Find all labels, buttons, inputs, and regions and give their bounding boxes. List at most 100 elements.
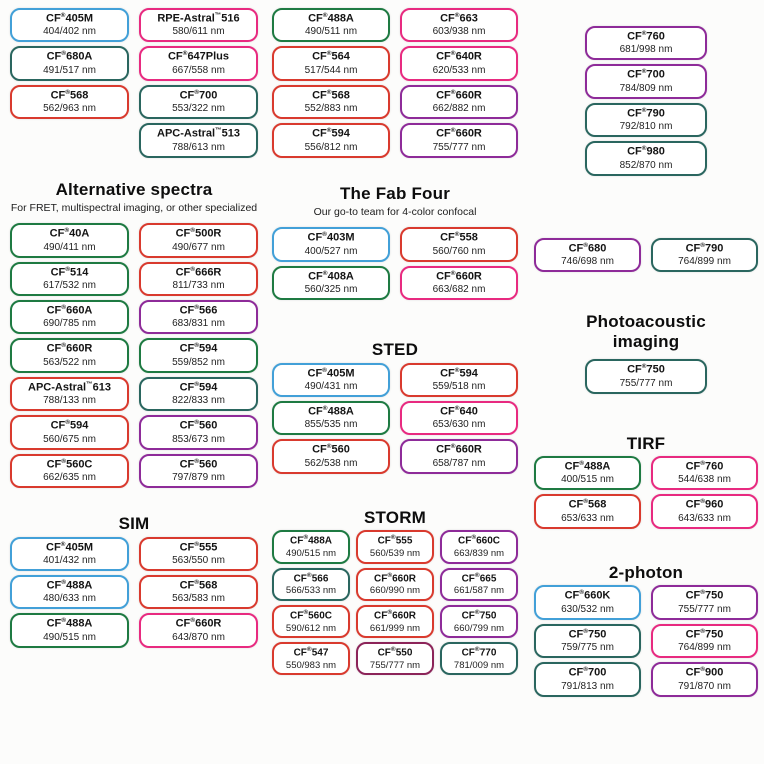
dye-ex-em-value: 653/630 nm: [432, 419, 486, 431]
dye-ex-em-value: 764/899 nm: [678, 256, 731, 268]
dye-ex-em-value: 822/833 nm: [172, 395, 225, 407]
dye-ex-em-value: 852/870 nm: [619, 159, 673, 171]
dye-ex-em-value: 661/999 nm: [369, 622, 421, 634]
dye-name: CF®680: [568, 241, 607, 255]
dye-ex-em-value: 544/638 nm: [678, 474, 731, 486]
dye-ex-em-value: 663/839 nm: [453, 548, 505, 560]
section-subtitle: For FRET, multispectral imaging, or othe…: [10, 202, 258, 215]
dye-name: CF®550: [377, 645, 413, 659]
dye-name: CF®660A: [46, 303, 93, 317]
dye-name: CF®568: [568, 498, 607, 512]
dye-name: CF®980: [627, 145, 665, 158]
dye-ex-em-value: 690/785 nm: [43, 318, 96, 330]
dye-name: CF®594: [312, 127, 350, 140]
dye-ex-em-value: 630/532 nm: [561, 603, 614, 615]
dye-ex-em-value: 400/527 nm: [304, 245, 358, 257]
dye-name: CF®560C: [289, 608, 333, 622]
dye-name: CF®700: [568, 666, 607, 679]
dye-name: CF®408A: [308, 269, 354, 283]
dye-ex-em-value: 550/983 nm: [285, 659, 337, 671]
dye-ex-em-value: 653/633 nm: [561, 512, 614, 524]
dye-name: CF®568: [50, 88, 89, 102]
dye-name: CF®660C: [457, 534, 501, 547]
dye-name: CF®488A: [308, 12, 354, 25]
dye-ex-em-value: 552/883 nm: [304, 103, 358, 115]
dye-name: CF®403M: [307, 231, 355, 244]
dye-name: CF®640: [440, 404, 478, 418]
dye-ex-em-value: 562/963 nm: [43, 103, 96, 115]
dye-ex-em-value: 784/809 nm: [619, 82, 673, 94]
dye-name: CF®790: [685, 241, 724, 255]
dye-name: CF®560: [179, 457, 218, 471]
dye-name: CF®40A: [49, 227, 90, 240]
dye-ex-em-value: 683/831 nm: [172, 318, 225, 330]
dye-ex-em-value: 788/613 nm: [172, 141, 225, 153]
dye-ex-em-value: 662/635 nm: [43, 472, 96, 484]
dye-name: CF®750: [627, 363, 665, 376]
dye-ex-em-value: 755/777 nm: [678, 603, 731, 615]
dye-ex-em-value: 661/587 nm: [453, 585, 505, 597]
dye-ex-em-value: 560/325 nm: [304, 283, 358, 295]
dye-name: CF®488A: [46, 578, 93, 592]
dye-name: CF®594: [179, 342, 218, 356]
dye-name: CF®680A: [46, 50, 93, 64]
dye-name: CF®770: [461, 645, 497, 659]
dye-ex-em-value: 580/611 nm: [172, 26, 225, 38]
dye-name: APC-Astral™513: [157, 127, 240, 140]
dye-name: CF®760: [685, 460, 724, 473]
dye-name: CF®665: [461, 571, 497, 584]
dye-ex-em-value: 562/538 nm: [304, 457, 358, 469]
dye-ex-em-value: 560/539 nm: [369, 548, 421, 560]
dye-ex-em-value: 663/682 nm: [432, 283, 486, 295]
dye-name: CF®647Plus: [167, 50, 230, 64]
section-title: STORM: [363, 507, 427, 527]
dye-name: APC-Astral™613: [28, 380, 111, 394]
dye-name: CF®960: [685, 498, 724, 512]
dye-name: CF®660R: [436, 127, 482, 140]
dye-name: CF®488A: [289, 534, 333, 547]
dye-name: CF®666R: [175, 265, 222, 279]
dye-ex-em-value: 781/009 nm: [453, 659, 505, 671]
dye-ex-em-value: 560/760 nm: [432, 245, 486, 257]
